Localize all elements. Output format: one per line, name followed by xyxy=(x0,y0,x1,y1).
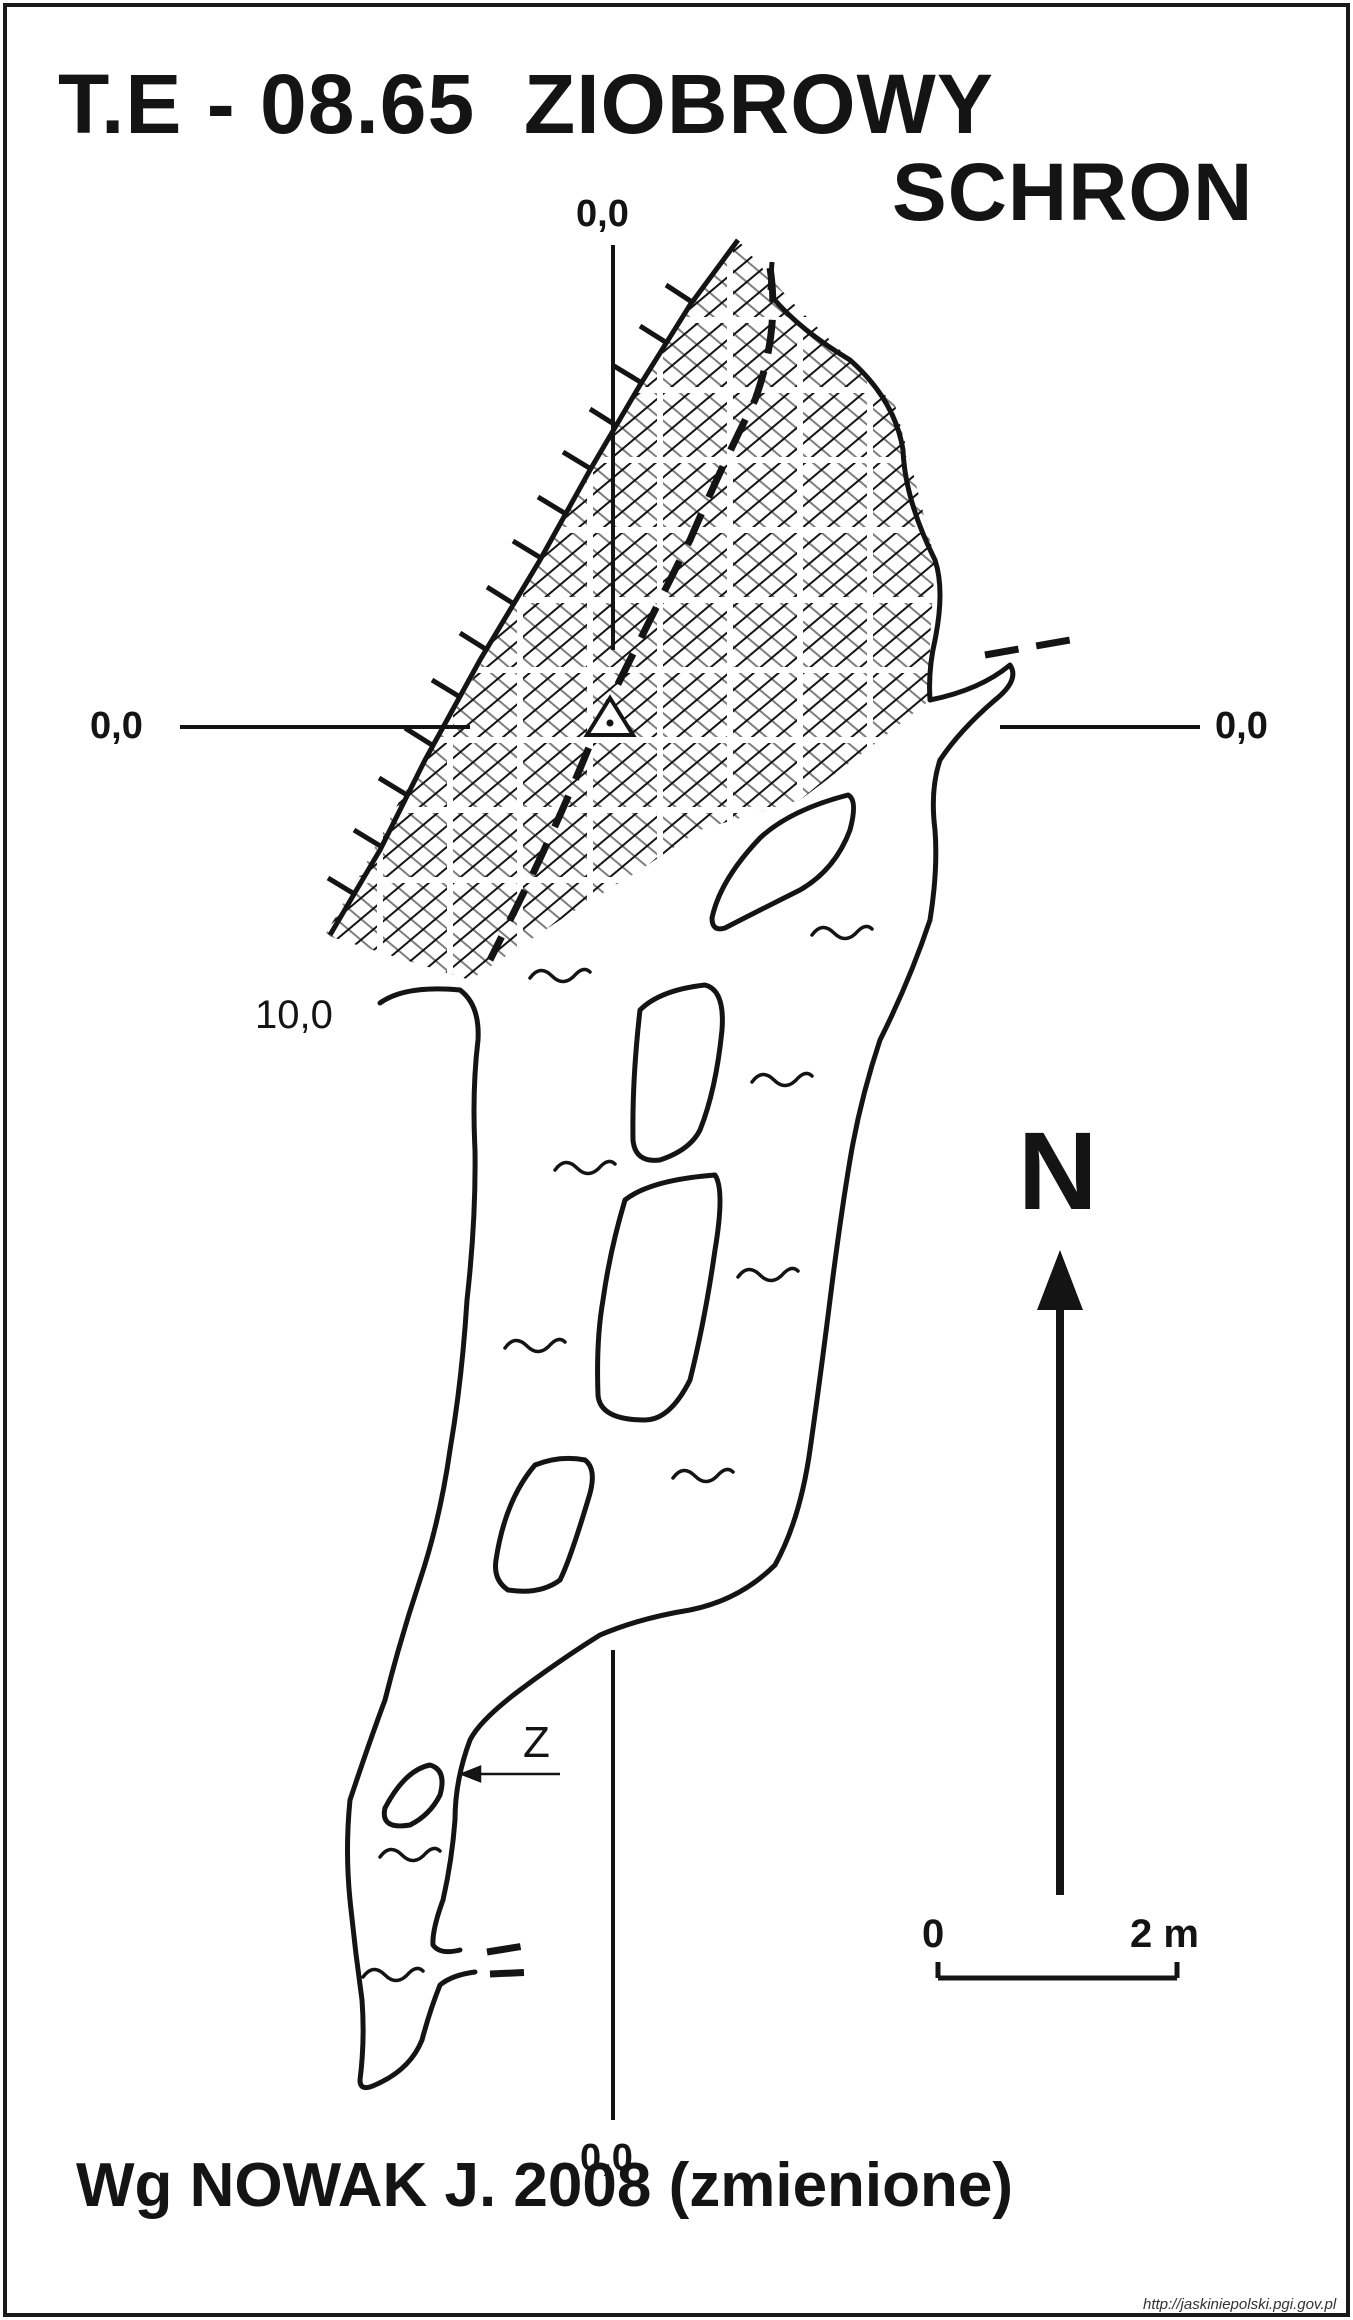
boulder-4 xyxy=(493,1455,595,1594)
page-border xyxy=(3,3,1350,2317)
north-label: N xyxy=(1018,1110,1098,1233)
hatched-shelf-zone xyxy=(325,240,935,980)
tilde-7 xyxy=(671,1467,735,1484)
entrance-label: Z xyxy=(523,1718,550,1767)
reference-lines xyxy=(180,245,1200,2120)
tilde-1 xyxy=(810,924,874,941)
tilde-5 xyxy=(736,1266,800,1283)
cave-code: T.E - 08.65 xyxy=(58,57,476,151)
drip-line xyxy=(486,267,777,962)
scale-end-label: 2 m xyxy=(1130,1912,1199,1956)
coord-bottom: 0,0 xyxy=(580,2137,633,2179)
scale-bar xyxy=(935,1962,1180,1981)
cave-wall-left xyxy=(345,986,481,2091)
tilde-4 xyxy=(553,1159,617,1176)
continuation-east xyxy=(984,636,1071,659)
tilde-9 xyxy=(361,1966,425,1983)
boulders xyxy=(381,792,856,1829)
north-arrow-icon xyxy=(1037,1250,1083,1895)
boulder-2 xyxy=(630,982,725,1163)
tilde-3 xyxy=(750,1071,814,1088)
dashed-lines xyxy=(486,267,1071,1978)
cave-name-line2: SCHRON xyxy=(892,147,1254,238)
tilde-2 xyxy=(528,967,592,984)
cave-outline xyxy=(345,295,1016,2091)
boulder-1 xyxy=(709,792,856,932)
cave-name-line1: ZIOBROWY xyxy=(523,57,994,151)
cave-title-line1: T.E - 08.65 ZIOBROWY xyxy=(58,56,994,153)
drip-line-start xyxy=(767,261,775,291)
tilde-6 xyxy=(503,1337,567,1354)
water-symbols xyxy=(361,924,874,1983)
survey-point-icon xyxy=(583,694,637,737)
rock-escarpment xyxy=(326,238,741,937)
entrance-arrow-icon xyxy=(458,1765,560,1783)
boulder-3 xyxy=(595,1172,723,1423)
continuation-southeast-2 xyxy=(489,1968,536,1978)
cave-wall-right xyxy=(430,295,1016,1955)
source-url[interactable]: http://jaskiniepolski.pgi.gov.pl xyxy=(1143,2296,1337,2313)
scale-start-label: 0 xyxy=(922,1912,945,1956)
continuation-southeast-1 xyxy=(486,1941,531,1956)
coord-left: 0,0 xyxy=(90,705,143,747)
coord-right: 0,0 xyxy=(1215,705,1268,747)
boulder-5 xyxy=(381,1762,445,1829)
tilde-8 xyxy=(378,1846,442,1863)
coord-top: 0,0 xyxy=(576,193,629,235)
depth-marker: 10,0 xyxy=(255,993,333,1037)
credit-line: Wg NOWAK J. 2008 (zmienione) xyxy=(76,2151,1014,2220)
